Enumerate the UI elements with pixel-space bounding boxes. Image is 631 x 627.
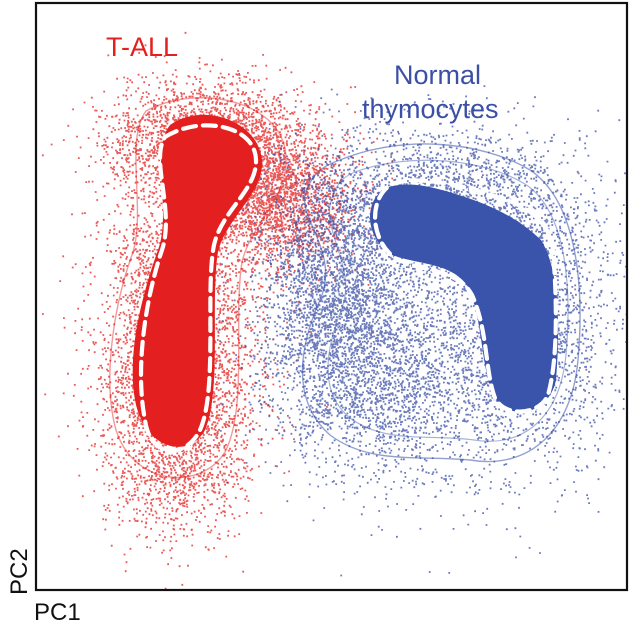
y-axis-label: PC2 [6,548,33,595]
normal-gate-dashed-outline [373,178,558,414]
contour-lines [109,97,581,479]
series-tall-points [41,31,429,590]
normal-contour-outer [301,143,581,463]
tall-contour-line [109,97,287,479]
x-axis-label: PC1 [34,599,81,626]
tall-scatter-points [41,31,429,590]
tall-gate-dashed-outline [138,123,259,453]
gates [138,123,558,453]
series-label-tall: T-ALL [106,32,178,62]
normal-density-core [369,184,559,412]
series-label-normal-line2: thymocytes [362,94,499,124]
series-label-normal-line1: Normal [394,60,481,90]
plot-frame [34,1,629,592]
normal-contour-inner [327,159,569,442]
